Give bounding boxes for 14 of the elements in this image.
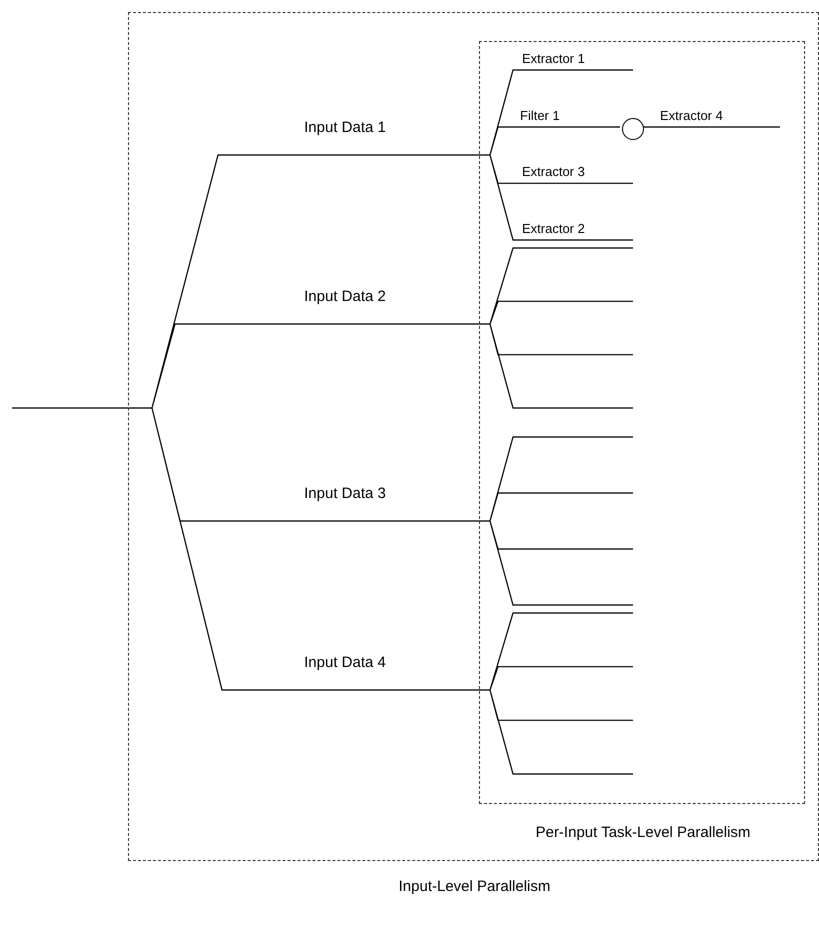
- line-label: Input Data 1: [304, 119, 386, 137]
- line-label: Input Data 3: [304, 485, 386, 503]
- line-label: Extractor 3: [522, 164, 585, 180]
- connector-line: [498, 126, 620, 128]
- edge-label: Extractor 4: [660, 108, 723, 124]
- line-label: Input Data 4: [304, 654, 386, 672]
- edge-label: Filter 1: [520, 108, 560, 124]
- group-caption: Per-Input Task-Level Parallelism: [536, 824, 750, 841]
- junction-circle: [622, 118, 644, 140]
- line-label: Extractor 2: [522, 221, 585, 237]
- line-label: Input Data 2: [304, 288, 386, 306]
- connector-line: [642, 126, 780, 128]
- line-label: Extractor 1: [522, 51, 585, 67]
- group-caption: Input-Level Parallelism: [398, 878, 550, 895]
